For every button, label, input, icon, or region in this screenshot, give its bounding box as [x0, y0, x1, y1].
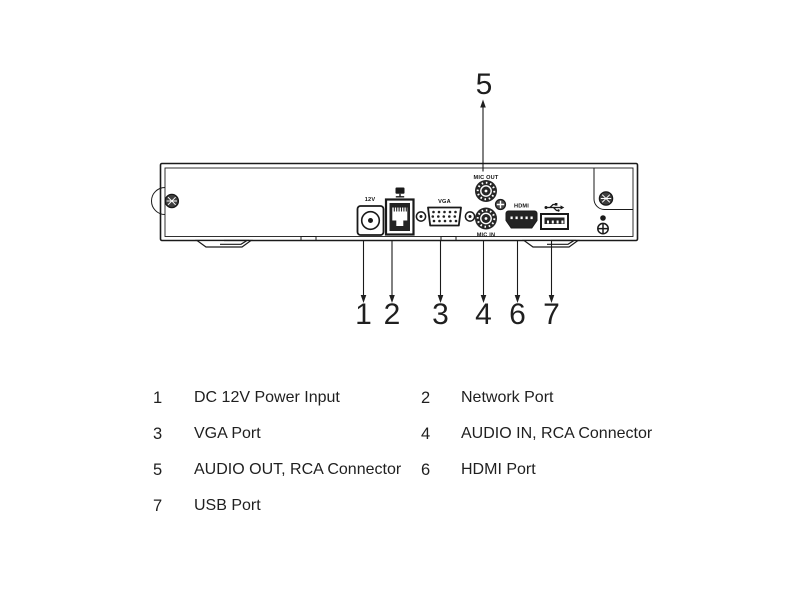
mic-in-label: MIC IN [477, 233, 496, 239]
device-foot-left [195, 239, 253, 248]
ground-screw-icon [597, 215, 609, 235]
legend-label: DC 12V Power Input [194, 389, 340, 406]
usb-icon [544, 203, 565, 212]
legend-number: 3 [153, 425, 163, 443]
legend-label: AUDIO OUT, RCA Connector [194, 461, 402, 478]
callout-number-1: 1 [355, 298, 372, 331]
legend-number: 6 [421, 461, 431, 479]
mic-out-label: MIC OUT [473, 175, 498, 181]
legend-label: USB Port [194, 497, 261, 514]
rca-mic-out: MIC OUT [473, 175, 499, 202]
callout-2: 2 [384, 240, 401, 331]
rca-mic-in: MIC IN [475, 207, 497, 239]
callout-number-7: 7 [543, 298, 560, 331]
hdmi-pins [510, 216, 533, 220]
legend-label: AUDIO IN, RCA Connector [461, 425, 653, 442]
network-icon [395, 187, 405, 198]
bottom-tab [300, 236, 317, 241]
dc-12v-label: 12V [365, 197, 376, 203]
callout-7: 7 [543, 240, 560, 331]
chassis-screw-right-icon [598, 191, 614, 206]
legend-row-4: 7 USB Port [0, 496, 800, 518]
usb-pins [547, 220, 564, 224]
legend-number: 5 [153, 461, 163, 479]
vga-port: VGA [415, 199, 476, 227]
bottom-tab [440, 236, 457, 241]
chassis-screw-left-icon [164, 193, 180, 209]
callout-4: 4 [475, 240, 492, 331]
callout-3: 3 [432, 240, 449, 331]
legend-row-1: 1 DC 12V Power Input 2 Network Port [0, 388, 800, 410]
callout-number-4: 4 [475, 298, 492, 331]
vga-label: VGA [438, 199, 451, 205]
callout-5: 5 [476, 68, 493, 172]
vga-pins [431, 210, 458, 223]
legend-label: Network Port [461, 389, 554, 406]
legend-number: 4 [421, 425, 431, 443]
callout-6: 6 [509, 240, 526, 331]
legend-number: 7 [153, 497, 163, 515]
callout-number-3: 3 [432, 298, 449, 331]
callout-1: 1 [355, 240, 372, 331]
legend-number: 1 [153, 389, 163, 407]
hdmi-port: HDMI [505, 204, 538, 229]
hdmi-label: HDMI [514, 204, 529, 210]
rear-panel-diagram: 12V VGA [151, 68, 639, 331]
legend-row-2: 3 VGA Port 4 AUDIO IN, RCA Connector [0, 424, 800, 446]
legend-label: VGA Port [194, 425, 261, 442]
callout-number-6: 6 [509, 298, 526, 331]
usb-port [540, 203, 569, 230]
legend-number: 2 [421, 389, 431, 407]
callout-number-2: 2 [384, 298, 401, 331]
ethernet-port [384, 187, 415, 236]
dc-power-jack: 12V [356, 197, 385, 236]
panel-screw-icon [494, 198, 507, 211]
legend-label: HDMI Port [461, 461, 536, 478]
callout-number-5: 5 [476, 68, 493, 101]
legend-row-3: 5 AUDIO OUT, RCA Connector 6 HDMI Port [0, 460, 800, 482]
